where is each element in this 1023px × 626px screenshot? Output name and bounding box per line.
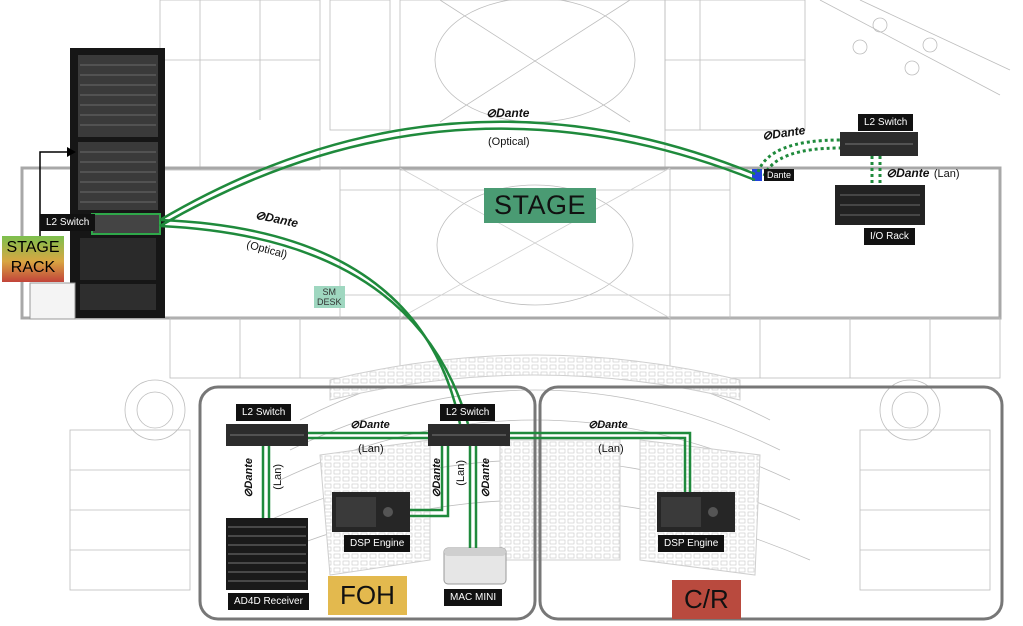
dante-port-label: Dante [764, 169, 795, 181]
rack-l2-switch-label: L2 Switch [40, 214, 96, 231]
mac-mini-unit [443, 547, 507, 585]
dante-icon: ⊘ [886, 166, 897, 180]
dante-port-icon [752, 169, 762, 181]
stage-rack-cabinet [70, 48, 165, 318]
dante-logo-mac: ⊘Dante [479, 458, 492, 498]
dante-word: Dante [496, 106, 530, 120]
dante-word: Dante [431, 458, 443, 489]
cr-zone-label: C/R [672, 580, 741, 619]
dante-logo-lan-foh: ⊘Dante [350, 418, 390, 431]
sm-desk-label: SM DESK [314, 286, 345, 308]
sm-desk-line2: DESK [317, 297, 342, 307]
dante-logo-dsp: ⊘Dante [430, 458, 443, 498]
mac-mini-label: MAC MINI [444, 589, 503, 606]
dante-word: Dante [243, 458, 255, 489]
lan-links-foh-cr [261, 431, 692, 548]
foh-zone-label: FOH [328, 576, 407, 615]
lan-label-cr: (Lan) [598, 443, 624, 455]
foh-zone-outline [198, 385, 537, 621]
optical-label-stage: (Optical) [488, 136, 530, 148]
dante-icon: ⊘ [480, 488, 492, 498]
stage-zone-label: STAGE [484, 188, 597, 223]
foh-main-switch-label: L2 Switch [440, 404, 496, 421]
optical-link-stage [159, 120, 756, 228]
dante-logo-io: ⊘Dante [886, 166, 929, 180]
dante-icon: ⊘ [588, 419, 598, 431]
optical-link-foh [159, 218, 470, 425]
ad4d-receiver-stack [226, 518, 308, 590]
dante-logo-lan-cr: ⊘Dante [588, 418, 628, 431]
foh-dsp-engine-label: DSP Engine [344, 535, 411, 552]
stage-rack-label-line2: RACK [10, 259, 56, 276]
dante-icon: ⊘ [350, 419, 360, 431]
ad4d-receiver-label: AD4D Receiver [228, 593, 309, 610]
dante-icon: ⊘ [243, 488, 255, 498]
dante-word: Dante [896, 166, 930, 180]
dante-logo-optical-stage: ⊘Dante [486, 106, 529, 120]
stage-rack-label-line1: STAGE [6, 239, 60, 256]
rack-bracket-arrow [39, 151, 68, 245]
sm-desk-line1: SM [322, 287, 337, 297]
cr-zone-outline [538, 385, 1004, 621]
stage-l2-switch-label: L2 Switch [858, 114, 914, 131]
io-rack-label: I/O Rack [864, 228, 915, 245]
dante-icon: ⊘ [486, 106, 497, 120]
dante-lan-label-stage: ⊘Dante (Lan) [886, 164, 960, 182]
arrowhead-icon [67, 147, 76, 157]
lan-label-foh: (Lan) [358, 443, 384, 455]
cr-dsp-engine-label: DSP Engine [658, 535, 725, 552]
dante-word: Dante [480, 458, 492, 489]
dante-word: Dante [359, 419, 390, 431]
rack-l2-switch [91, 213, 161, 235]
dante-icon: ⊘ [431, 488, 443, 498]
storage-room [29, 282, 76, 320]
dante-word: Dante [597, 419, 628, 431]
lan-label-ad4d: (Lan) [272, 464, 284, 490]
dante-logo-ad4d: ⊘Dante [242, 458, 255, 498]
foh-left-switch-label: L2 Switch [236, 404, 292, 421]
stage-rack-label: STAGE RACK [2, 236, 64, 282]
lan-label-io: (Lan) [933, 168, 960, 180]
lan-label-mac: (Lan) [455, 460, 467, 486]
